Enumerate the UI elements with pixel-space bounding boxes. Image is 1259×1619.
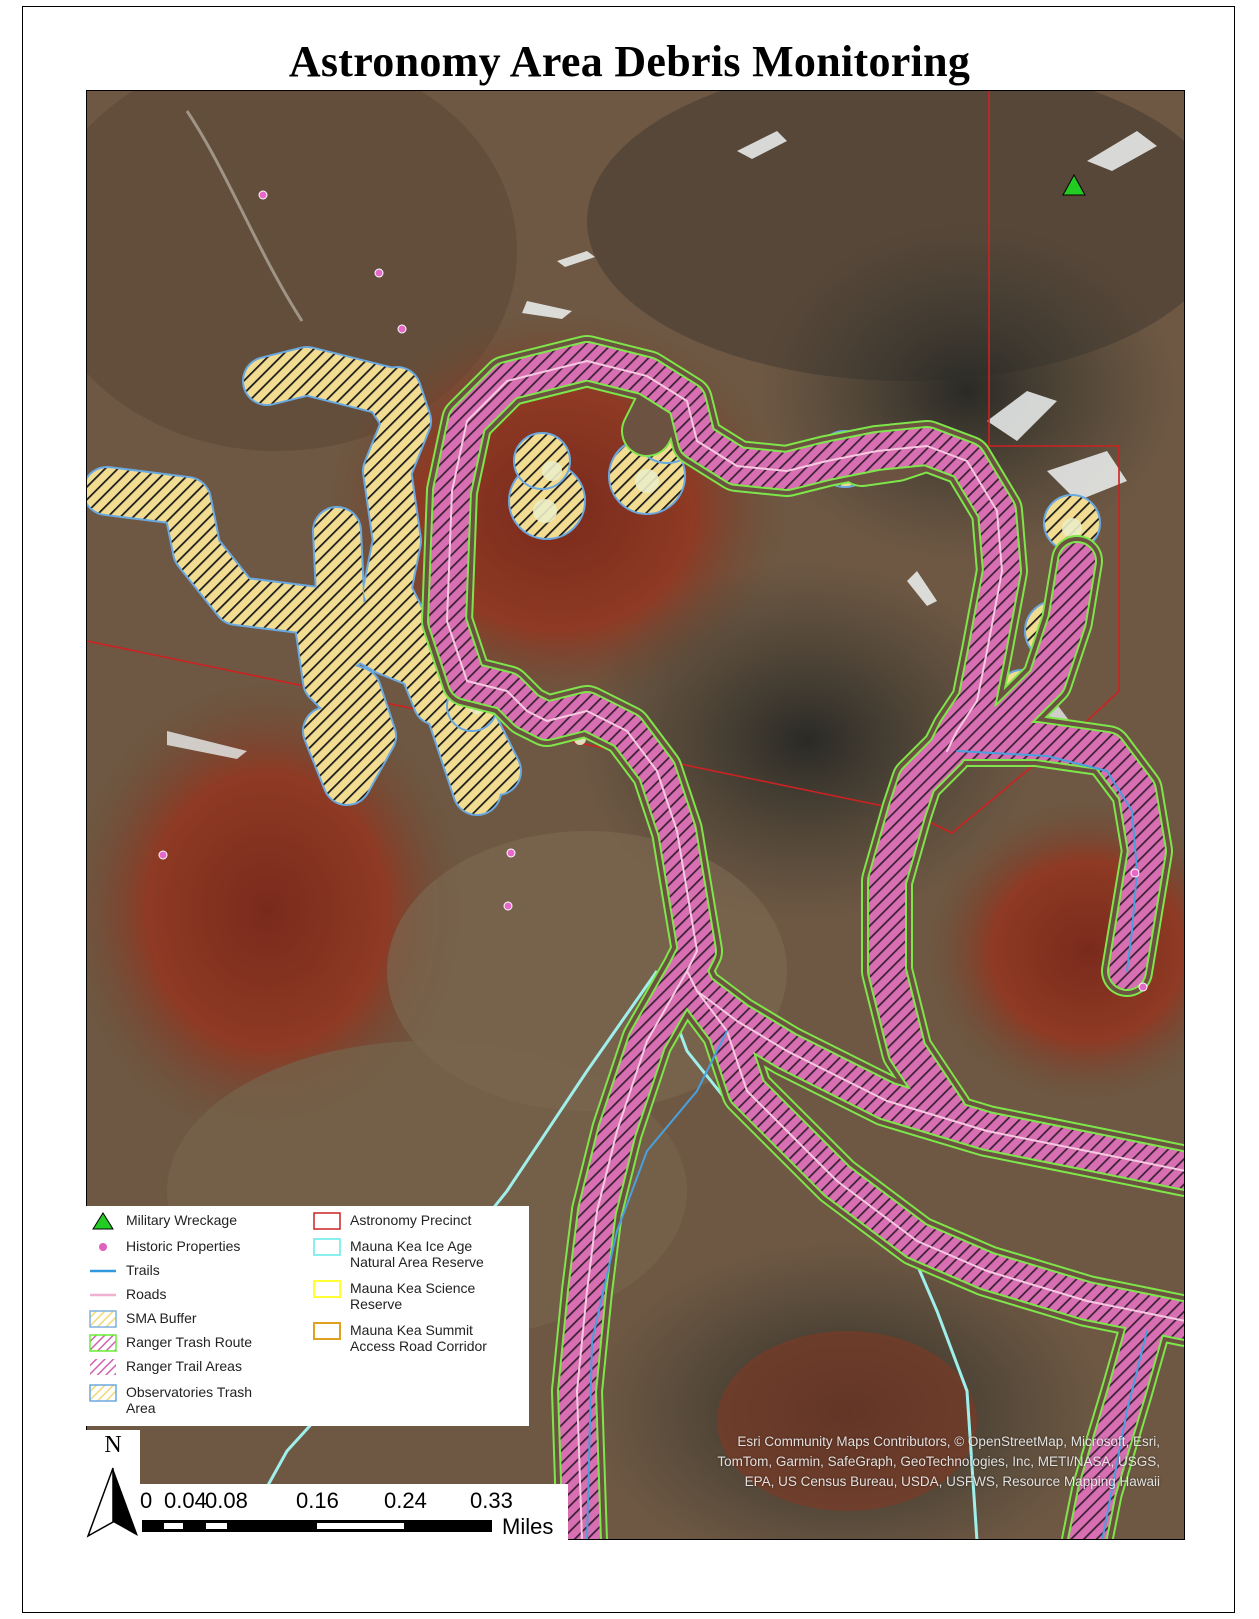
- outline-box-icon: [312, 1212, 342, 1230]
- north-arrow: N: [86, 1430, 140, 1540]
- scale-tick: 0.24: [384, 1488, 427, 1513]
- north-label: N: [104, 1432, 122, 1458]
- line-icon: [88, 1286, 118, 1304]
- scale-tick: 0.16: [296, 1488, 339, 1513]
- legend-item-ice-age-reserve: Mauna Kea Ice Age Natural Area Reserve: [312, 1238, 484, 1270]
- legend-item-historic-properties: Historic Properties: [88, 1238, 240, 1256]
- map-view[interactable]: [86, 90, 1185, 1540]
- hatch-yellow-icon: [88, 1384, 118, 1402]
- outline-box-icon: [312, 1322, 342, 1340]
- map-canvas: [87, 91, 1184, 1539]
- hatch-pink-light-icon: [88, 1358, 118, 1376]
- legend-item-ranger-trash-route: Ranger Trash Route: [88, 1334, 252, 1352]
- outline-box-icon: [312, 1238, 342, 1256]
- map-legend: Military Wreckage Historic Properties Tr…: [86, 1206, 529, 1426]
- triangle-icon: [88, 1212, 118, 1230]
- legend-item-observatories-trash-area: Observatories Trash Area: [88, 1384, 252, 1416]
- legend-item-sma-buffer: SMA Buffer: [88, 1310, 197, 1328]
- legend-item-ranger-trail-areas: Ranger Trail Areas: [88, 1358, 242, 1376]
- scale-tick: 0: [140, 1488, 153, 1513]
- legend-item-summit-access-road: Mauna Kea Summit Access Road Corridor: [312, 1322, 487, 1354]
- legend-item-astronomy-precinct: Astronomy Precinct: [312, 1212, 471, 1230]
- legend-item-military-wreckage: Military Wreckage: [88, 1212, 237, 1230]
- dot-icon: [88, 1238, 118, 1256]
- map-title: Astronomy Area Debris Monitoring: [288, 37, 971, 86]
- map-attribution: Esri Community Maps Contributors, © Open…: [717, 1434, 1160, 1489]
- legend-item-roads: Roads: [88, 1286, 166, 1304]
- scale-tick: 0.33: [470, 1488, 513, 1513]
- hatch-yellow-icon: [88, 1310, 118, 1328]
- legend-item-science-reserve: Mauna Kea Science Reserve: [312, 1280, 475, 1312]
- scale-tick: 0.04: [164, 1488, 207, 1513]
- hatch-pink-icon: [88, 1334, 118, 1352]
- scale-bar: 0 0.04 0.08 0.16 0.24 0.33 Miles: [140, 1484, 568, 1540]
- map-layout-frame: [22, 6, 1235, 1613]
- outline-box-icon: [312, 1280, 342, 1298]
- legend-item-trails: Trails: [88, 1262, 160, 1280]
- north-arrow-icon: [86, 1467, 138, 1538]
- scale-bar-graphic: [142, 1520, 492, 1532]
- scale-tick: 0.08: [205, 1488, 248, 1513]
- line-icon: [88, 1262, 118, 1280]
- scale-units: Miles: [502, 1514, 554, 1539]
